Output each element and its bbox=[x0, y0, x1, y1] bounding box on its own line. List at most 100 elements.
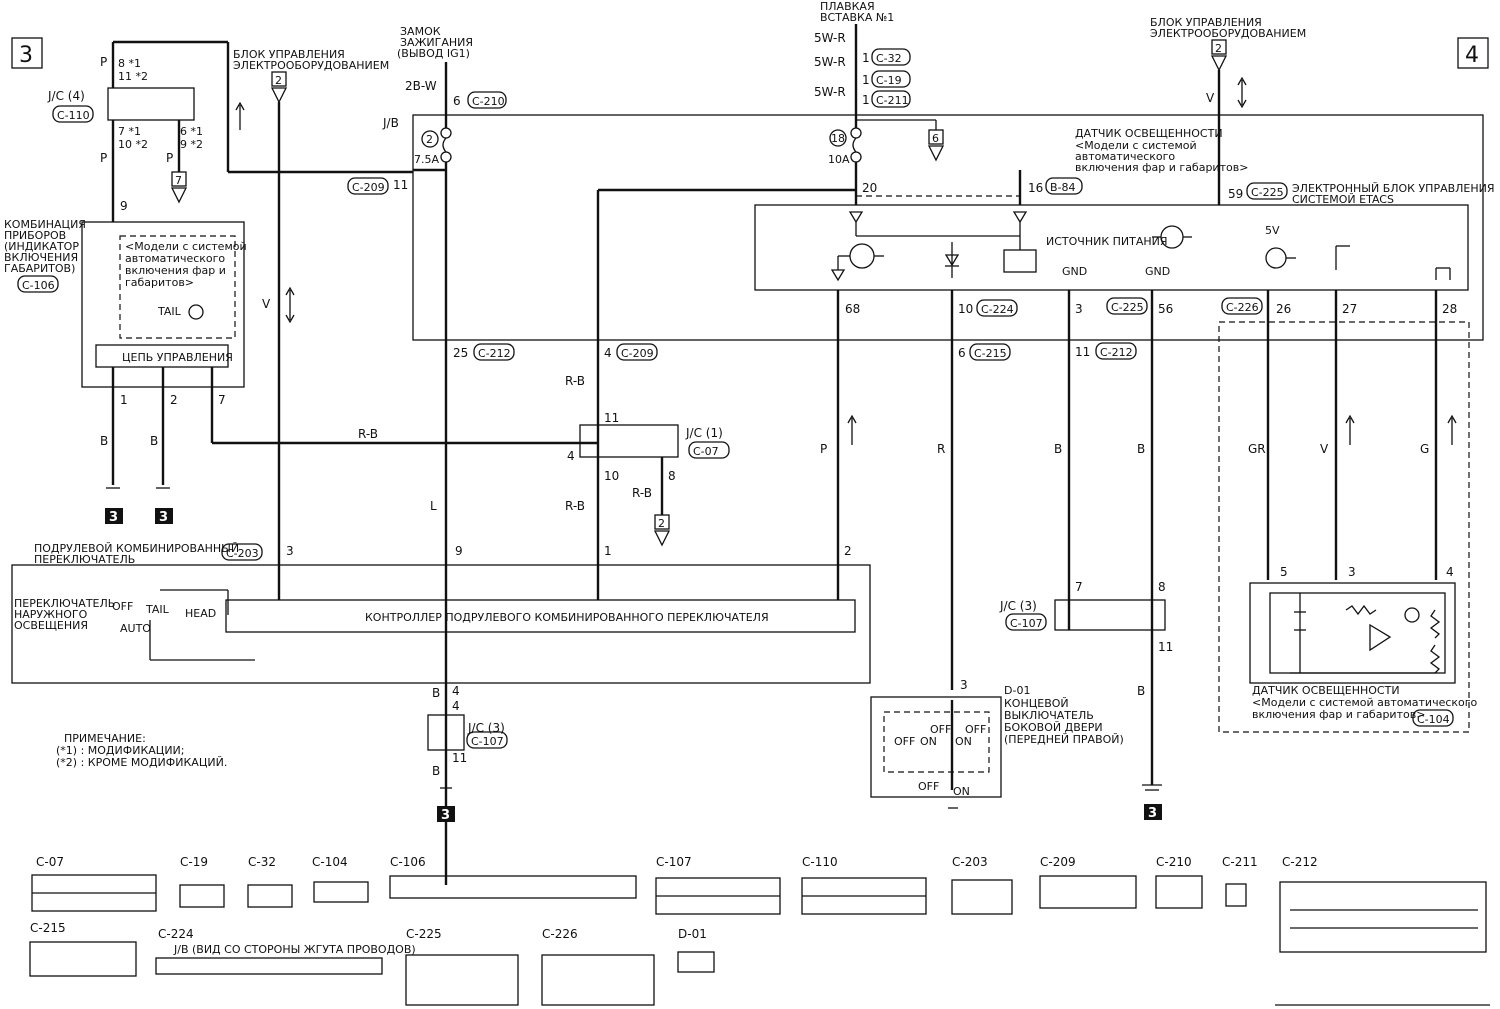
svg-text:D-01: D-01 bbox=[1004, 684, 1030, 697]
svg-text:ОСВЕЩЕНИЯ: ОСВЕЩЕНИЯ bbox=[14, 619, 88, 632]
svg-text:включения фар и: включения фар и bbox=[125, 264, 226, 277]
svg-text:R-B: R-B bbox=[358, 427, 378, 441]
etacs-box bbox=[754, 204, 1469, 291]
svg-text:2: 2 bbox=[844, 544, 852, 558]
svg-text:C-210: C-210 bbox=[472, 95, 505, 108]
svg-text:26: 26 bbox=[1276, 302, 1291, 316]
svg-text:11: 11 bbox=[604, 411, 619, 425]
svg-text:4: 4 bbox=[1446, 565, 1454, 579]
light-sensor-top: ДАТЧИК ОСВЕЩЕННОСТИ <Модели с системой а… bbox=[1075, 127, 1248, 249]
svg-text:9: 9 bbox=[455, 544, 463, 558]
svg-text:16: 16 bbox=[1028, 181, 1043, 195]
svg-text:C-212: C-212 bbox=[478, 347, 511, 360]
svg-text:68: 68 bbox=[845, 302, 860, 316]
svg-text:ЭЛЕКТРООБОРУДОВАНИЕМ: ЭЛЕКТРООБОРУДОВАНИЕМ bbox=[1150, 27, 1306, 40]
svg-text:B: B bbox=[432, 764, 440, 778]
svg-text:C-226: C-226 bbox=[1226, 301, 1259, 314]
svg-text:P: P bbox=[100, 151, 107, 165]
svg-text:ИСТОЧНИК ПИТАНИЯ: ИСТОЧНИК ПИТАНИЯ bbox=[1046, 235, 1168, 248]
connector-c-215: C-215 bbox=[29, 921, 137, 977]
svg-text:6: 6 bbox=[453, 94, 461, 108]
svg-text:C-211: C-211 bbox=[876, 94, 909, 107]
light-sensor-bottom: 5 3 4 ДАТЧИК ОСВЕЩЕННОСТИ <Модели с сист… bbox=[1249, 565, 1478, 727]
jc3-left: B 4 4 J/C (3) C-107 11 B 3 bbox=[427, 684, 508, 823]
svg-text:25: 25 bbox=[453, 346, 468, 360]
svg-text:ПЕРЕКЛЮЧАТЕЛЬ: ПЕРЕКЛЮЧАТЕЛЬ bbox=[34, 553, 135, 566]
svg-text:ON: ON bbox=[953, 785, 970, 798]
svg-text:C-226: C-226 bbox=[542, 927, 578, 941]
svg-text:БЛОК УПРАВЛЕНИЯ: БЛОК УПРАВЛЕНИЯ bbox=[1150, 16, 1262, 29]
svg-text:7.5A: 7.5A bbox=[414, 153, 439, 166]
svg-text:ЦЕПЬ УПРАВЛЕНИЯ: ЦЕПЬ УПРАВЛЕНИЯ bbox=[122, 351, 233, 364]
svg-text:6 *1: 6 *1 bbox=[180, 125, 203, 138]
svg-text:R-B: R-B bbox=[632, 486, 652, 500]
jc1: 11 4 10 8 J/C (1) C-07 R-B 2 R-B bbox=[565, 411, 730, 547]
svg-text:C-107: C-107 bbox=[656, 855, 692, 869]
connector-c-19: C-19 bbox=[179, 855, 225, 908]
svg-text:C-225: C-225 bbox=[1111, 301, 1144, 314]
svg-text:D-01: D-01 bbox=[678, 927, 707, 941]
svg-text:C-19: C-19 bbox=[876, 74, 902, 87]
connector-c-203: C-203 bbox=[951, 855, 1013, 915]
svg-text:<Модели с системой: <Модели с системой bbox=[125, 240, 247, 253]
connector-c-211: C-211 bbox=[1222, 855, 1258, 907]
svg-text:R-B: R-B bbox=[565, 374, 585, 388]
svg-text:9 *2: 9 *2 bbox=[180, 138, 203, 151]
svg-text:ПРИМЕЧАНИЕ:: ПРИМЕЧАНИЕ: bbox=[64, 732, 146, 745]
svg-text:ДАТЧИК ОСВЕЩЕННОСТИ: ДАТЧИК ОСВЕЩЕННОСТИ bbox=[1075, 127, 1223, 140]
svg-text:R: R bbox=[937, 442, 945, 456]
svg-text:7: 7 bbox=[175, 174, 182, 187]
svg-text:ВСТАВКА №1: ВСТАВКА №1 bbox=[820, 11, 894, 24]
svg-text:C-225: C-225 bbox=[406, 927, 442, 941]
jc3-right: 7 8 J/C (3) C-107 11 B 3 bbox=[999, 580, 1173, 821]
svg-text:<Модели с системой автоматичес: <Модели с системой автоматического bbox=[1252, 696, 1478, 709]
connector-c-226: C-226 bbox=[541, 927, 655, 1006]
column-switch: ПОДРУЛЕВОЙ КОМБИНИРОВАННЫЙ ПЕРЕКЛЮЧАТЕЛЬ… bbox=[11, 542, 871, 684]
jb-bus-11: 11 C-209 bbox=[347, 168, 446, 195]
svg-text:автоматического: автоматического bbox=[125, 252, 225, 265]
svg-text:C-211: C-211 bbox=[1222, 855, 1258, 869]
svg-text:2B-W: 2B-W bbox=[405, 79, 437, 93]
svg-text:27: 27 bbox=[1342, 302, 1357, 316]
svg-text:C-32: C-32 bbox=[876, 52, 902, 65]
svg-text:P: P bbox=[100, 55, 107, 69]
etacs-pins: 68 10 C-224 GND GND 3 C-225 56 C-226 26 … bbox=[845, 265, 1457, 317]
svg-text:5W-R: 5W-R bbox=[814, 85, 846, 99]
svg-text:28: 28 bbox=[1442, 302, 1457, 316]
svg-text:ПЕРЕКЛЮЧАТЕЛЬ: ПЕРЕКЛЮЧАТЕЛЬ bbox=[14, 597, 115, 610]
svg-text:C-224: C-224 bbox=[981, 303, 1014, 316]
svg-text:OFF: OFF bbox=[930, 723, 951, 736]
svg-text:11: 11 bbox=[452, 751, 467, 765]
svg-text:OFF: OFF bbox=[894, 735, 915, 748]
svg-text:4: 4 bbox=[1465, 43, 1479, 68]
notes: ПРИМЕЧАНИЕ: (*1) : МОДИФИКАЦИИ; (*2) : К… bbox=[56, 732, 227, 769]
jc4: J/C (4) C-110 P 8 *1 11 *2 7 *1 10 *2 6 … bbox=[47, 55, 203, 204]
svg-text:P: P bbox=[166, 151, 173, 165]
svg-text:ЗАМОК: ЗАМОК bbox=[400, 25, 441, 38]
svg-text:C-210: C-210 bbox=[1156, 855, 1192, 869]
svg-text:C-209: C-209 bbox=[1040, 855, 1076, 869]
svg-text:59: 59 bbox=[1228, 187, 1243, 201]
page-label-right: 4 bbox=[1457, 37, 1489, 69]
connector-c-107: C-107 bbox=[655, 855, 781, 915]
svg-text:2: 2 bbox=[275, 74, 282, 87]
ecu-label-top-left: БЛОК УПРАВЛЕНИЯ ЭЛЕКТРООБОРУДОВАНИЕМ 2 bbox=[233, 48, 389, 104]
svg-text:(*2) : КРОМЕ МОДИФИКАЦИЙ.: (*2) : КРОМЕ МОДИФИКАЦИЙ. bbox=[56, 756, 227, 769]
fusible-link-label: ПЛАВКАЯ ВСТАВКА №1 bbox=[820, 0, 894, 24]
svg-text:8: 8 bbox=[1158, 580, 1166, 594]
ignition-wire: 2B-W 6 C-210 bbox=[405, 62, 507, 115]
jb-box bbox=[412, 114, 1484, 341]
jb-label: J/B bbox=[382, 116, 399, 130]
svg-text:OFF: OFF bbox=[918, 780, 939, 793]
connector-c-210: C-210 bbox=[1155, 855, 1203, 909]
svg-text:БОКОВОЙ ДВЕРИ: БОКОВОЙ ДВЕРИ bbox=[1004, 721, 1103, 734]
svg-text:V: V bbox=[1206, 91, 1215, 105]
svg-text:OFF: OFF bbox=[112, 600, 133, 613]
svg-text:6: 6 bbox=[932, 132, 939, 145]
svg-text:C-203: C-203 bbox=[226, 547, 259, 560]
svg-text:C-110: C-110 bbox=[802, 855, 838, 869]
sensor-region bbox=[1218, 321, 1470, 733]
svg-text:3: 3 bbox=[1148, 806, 1157, 821]
svg-text:C-107: C-107 bbox=[1010, 617, 1043, 630]
